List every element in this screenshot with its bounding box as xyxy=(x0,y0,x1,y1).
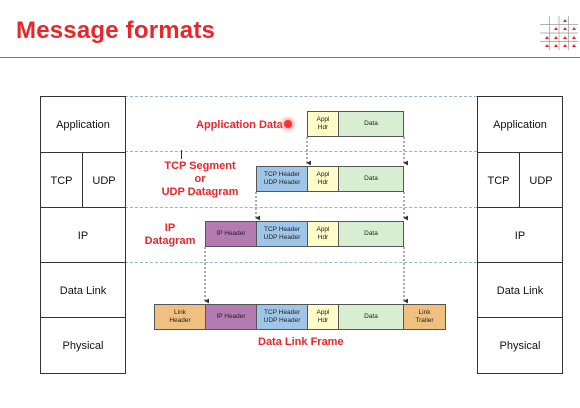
data-block: Data xyxy=(338,221,404,247)
right-protocol-stack: Application TCP UDP IP Data Link Physica… xyxy=(477,96,563,374)
left-transport-layer: TCP UDP xyxy=(41,152,125,208)
layer-label: UDP xyxy=(529,174,553,187)
right-application-layer: Application xyxy=(478,97,562,152)
layer-guide-line xyxy=(125,262,477,263)
ip-header-block: IP Header xyxy=(205,221,257,247)
layer-guide-line xyxy=(125,207,477,208)
left-application-layer: Application xyxy=(41,97,125,152)
data-link-frame-label: Data Link Frame xyxy=(258,336,344,348)
title-divider xyxy=(0,57,580,58)
layer-label: Data Link xyxy=(59,284,107,297)
left-udp-cell: UDP xyxy=(83,153,125,208)
left-ip-layer: IP xyxy=(41,207,125,263)
layer-label: IP xyxy=(514,229,526,242)
right-data-link-layer: Data Link xyxy=(478,262,562,318)
cursor-highlight-icon xyxy=(284,120,292,128)
layer-label: Application xyxy=(56,118,110,131)
right-transport-layer: TCP UDP xyxy=(478,152,562,208)
page-title: Message formats xyxy=(16,17,216,44)
left-physical-layer: Physical xyxy=(41,317,125,374)
application-data-label: Application Data xyxy=(196,119,283,131)
right-physical-layer: Physical xyxy=(478,317,562,374)
right-ip-layer: IP xyxy=(478,207,562,263)
layer-label: Data Link xyxy=(496,284,544,297)
layer-label: Application xyxy=(493,118,547,131)
ip-header-block: IP Header xyxy=(205,304,257,330)
ip-datagram-label: IP Datagram xyxy=(144,222,196,247)
left-protocol-stack: Application TCP UDP IP Data Link Physica… xyxy=(40,96,126,374)
layer-label: UDP xyxy=(92,174,116,187)
right-udp-cell: UDP xyxy=(520,153,562,208)
layer-label: Physical xyxy=(62,340,104,352)
tcp-segment-label: TCP Segment or UDP Datagram xyxy=(161,160,239,198)
layer-label: Physical xyxy=(499,340,541,352)
layer-guide-line xyxy=(125,151,477,152)
layer-label: TCP xyxy=(487,174,510,187)
left-tcp-cell: TCP xyxy=(41,153,83,208)
right-tcp-cell: TCP xyxy=(478,153,520,208)
data-block: Data xyxy=(338,111,404,137)
data-block: Data xyxy=(338,304,404,330)
layer-guide-line xyxy=(125,96,477,97)
data-block: Data xyxy=(338,166,404,192)
logo-icon xyxy=(540,16,578,50)
text-cursor-icon xyxy=(181,150,182,159)
layer-label: TCP xyxy=(50,174,73,187)
layer-label: IP xyxy=(77,229,89,242)
left-data-link-layer: Data Link xyxy=(41,262,125,318)
